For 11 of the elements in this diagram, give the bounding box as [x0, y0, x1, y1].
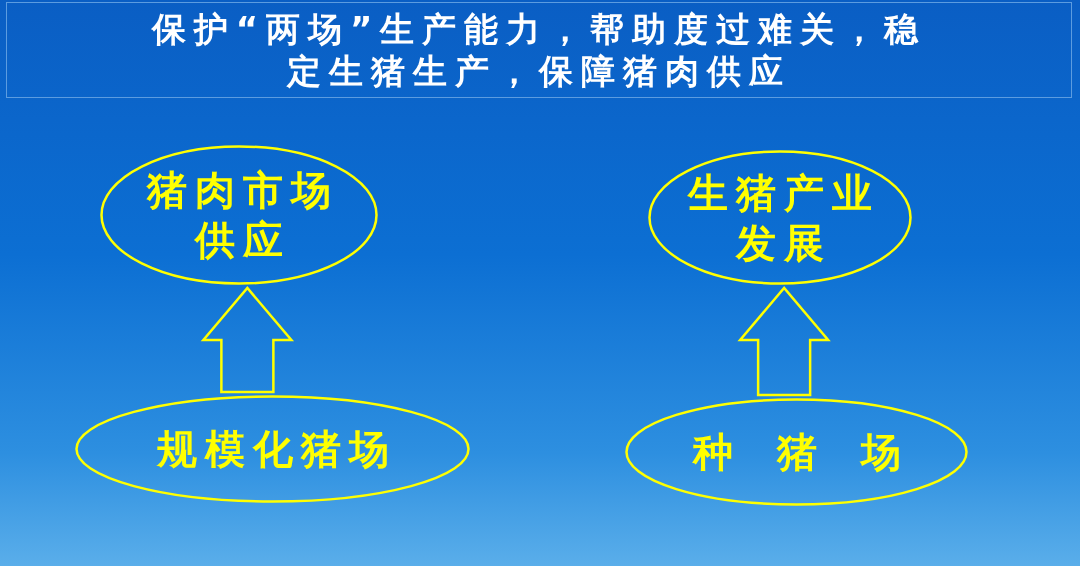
node-label: 生猪产业发展 [686, 168, 881, 268]
node-label: 规模化猪场 [155, 425, 398, 474]
title: 保护“两场”生产能力，帮助度过难关，稳定生猪生产，保障猪肉供应 [150, 8, 928, 92]
ellipse-node [625, 398, 968, 506]
ellipse-node [648, 150, 912, 285]
ellipse-node [100, 145, 378, 285]
ellipse-node [75, 395, 470, 503]
node-label: 猪肉市场供应 [145, 166, 340, 265]
block-arrow [737, 286, 831, 397]
node-label: 种猪场 [691, 428, 946, 477]
block-arrow [200, 286, 295, 394]
